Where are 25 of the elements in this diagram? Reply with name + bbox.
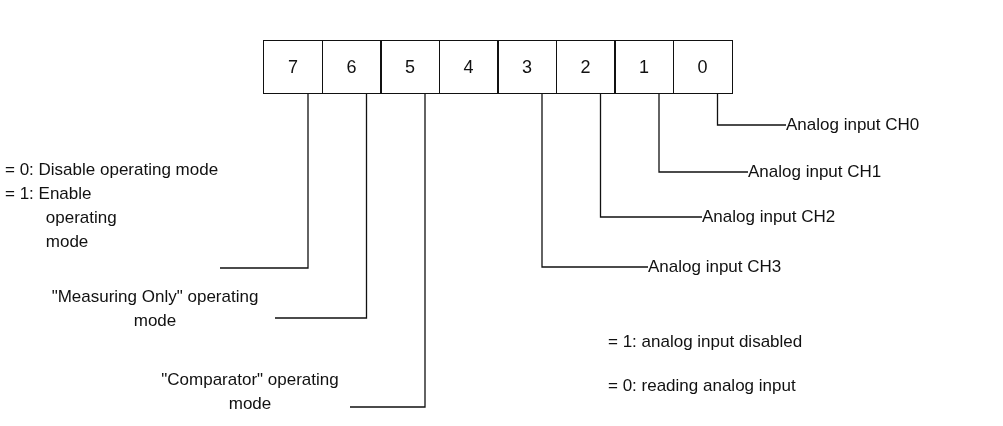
- bit-description: Analog input CH2: [702, 205, 882, 229]
- register-bit-cell: 3: [497, 40, 557, 94]
- bit-description: = 0: Disable operating mode: [5, 159, 220, 181]
- register-bit-cell: 5: [380, 40, 440, 94]
- leader-line: [274, 93, 368, 319]
- bit-description: Analog input CH0: [786, 113, 966, 137]
- register-bit-cell: 0: [672, 40, 733, 94]
- leader-line: [716, 93, 787, 126]
- bit-description: Analog input CH3: [648, 255, 828, 279]
- register-bit-cell: 7: [263, 40, 323, 94]
- register-bit-cell: 6: [321, 40, 382, 94]
- register-bit-cell: 1: [614, 40, 674, 94]
- note-text: = 1: analog input disabled: [608, 332, 803, 352]
- bit-description: "Measuring Only" operating mode: [35, 285, 275, 333]
- note-text: = 0: reading analog input: [608, 376, 796, 396]
- register-bit-cell: 4: [438, 40, 499, 94]
- bit-description: Analog input CH1: [748, 160, 928, 184]
- leader-line: [658, 93, 749, 173]
- bit-description: = 1: Enable operating mode: [5, 183, 118, 253]
- bit-description: "Comparator" operating mode: [150, 368, 350, 416]
- leader-line: [599, 93, 703, 218]
- leader-line: [219, 93, 309, 269]
- register-bit-cell: 2: [555, 40, 616, 94]
- leader-line: [349, 93, 426, 408]
- leader-line: [541, 93, 649, 268]
